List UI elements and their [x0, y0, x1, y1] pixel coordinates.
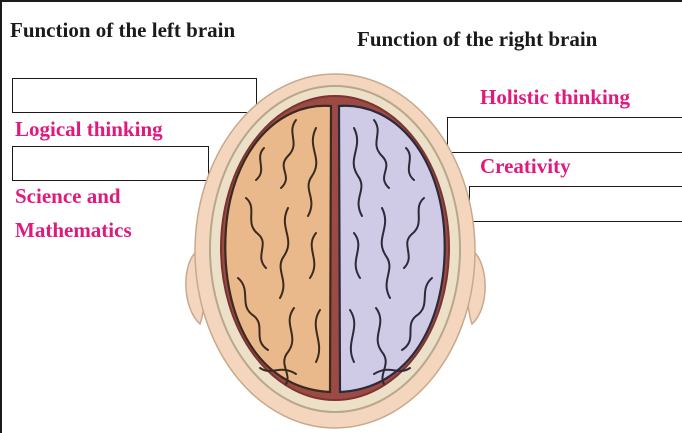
left-brain-heading: Function of the left brain: [10, 18, 235, 43]
brain-illustration: [176, 58, 496, 430]
right-brain-heading: Function of the right brain: [357, 27, 597, 52]
holistic-thinking-label: Holistic thinking: [480, 84, 630, 111]
science-label-line2: Mathematics: [15, 217, 132, 244]
logical-thinking-label: Logical thinking: [15, 116, 163, 143]
science-label-line1: Science and: [15, 183, 121, 210]
right-answer-box-2[interactable]: [469, 186, 682, 222]
